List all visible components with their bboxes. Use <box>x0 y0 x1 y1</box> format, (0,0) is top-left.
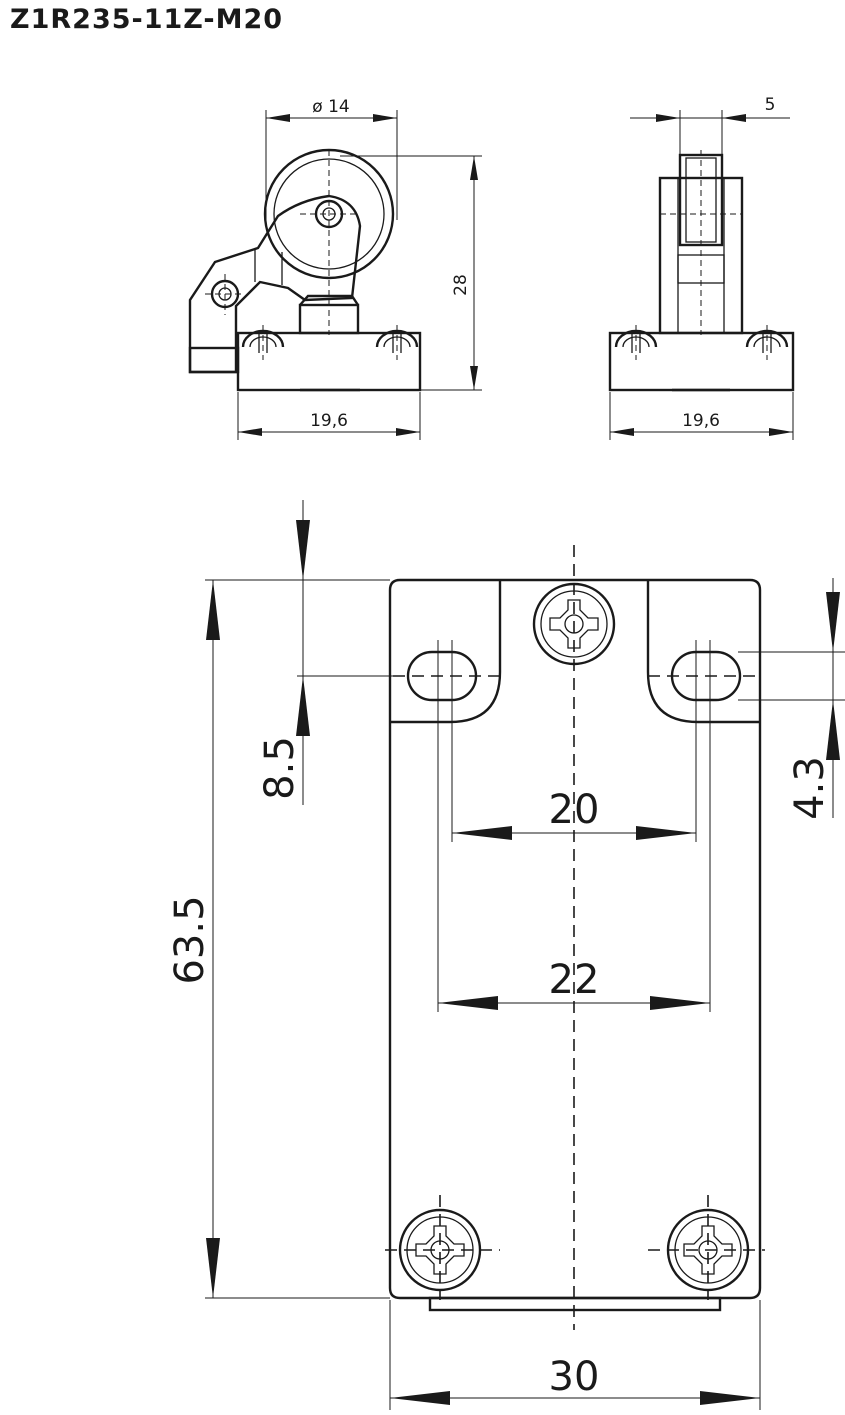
housing-outline <box>388 578 762 1300</box>
dim-height-label: 28 <box>451 274 471 296</box>
dim-outer-spacing-label: 22 <box>549 957 600 1003</box>
dim-total-height-label: 63.5 <box>167 895 213 984</box>
dim-diameter-label: ø 14 <box>312 97 349 117</box>
dim-hole-height-label: 4.3 <box>787 756 833 820</box>
bottom-view: 20 22 63.5 8.5 4.3 30 <box>167 500 845 1410</box>
dim-side-width-label: 19,6 <box>310 411 348 431</box>
dim-front-width-label: 19,6 <box>682 411 720 431</box>
drawing-title: Z1R235-11Z-M20 <box>10 4 284 35</box>
dim-inner-spacing-label: 20 <box>549 787 600 833</box>
dim-total-width-label: 30 <box>549 1354 600 1400</box>
dim-roller-width-label: 5 <box>765 95 776 115</box>
side-view: ø 14 28 19,6 <box>188 97 482 440</box>
front-view: 5 19,6 <box>608 95 795 440</box>
lever-arm <box>188 194 362 374</box>
dim-hole-offset-label: 8.5 <box>257 736 303 800</box>
front-base <box>608 331 795 392</box>
